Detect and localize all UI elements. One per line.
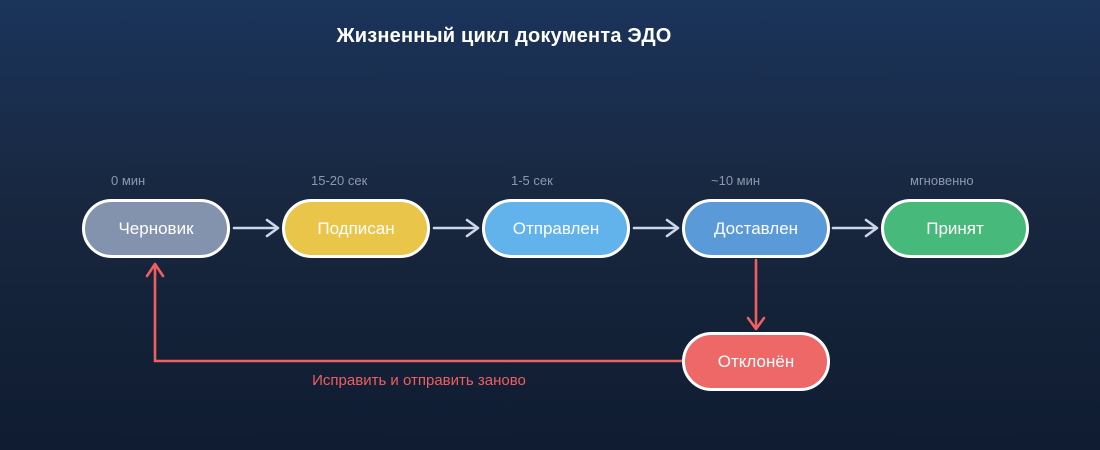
node-accepted: Принят bbox=[881, 199, 1029, 258]
node-label: Подписан bbox=[317, 218, 395, 238]
node-label: Черновик bbox=[118, 218, 194, 238]
page-title: Жизненный цикл документа ЭДО bbox=[336, 25, 672, 47]
node-signed: Подписан bbox=[282, 199, 430, 258]
arrow-sent-to-delivered bbox=[632, 218, 680, 238]
node-label: Отправлен bbox=[512, 218, 600, 238]
node-sent: Отправлен bbox=[482, 199, 630, 258]
node-draft: Черновик bbox=[82, 199, 230, 258]
retry-label: Исправить и отправить заново bbox=[312, 372, 526, 389]
time-label-sent: 1-5 сек bbox=[511, 173, 553, 188]
arrow-delivered-to-rejected bbox=[746, 258, 766, 331]
arrow-signed-to-sent bbox=[432, 218, 480, 238]
time-label-accepted: мгновенно bbox=[910, 173, 974, 188]
arrow-rejected-to-draft bbox=[145, 262, 684, 363]
arrow-draft-to-signed bbox=[232, 218, 280, 238]
time-label-signed: 15-20 сек bbox=[311, 173, 368, 188]
arrow-delivered-to-accepted bbox=[831, 218, 879, 238]
time-label-delivered: ~10 мин bbox=[711, 173, 761, 188]
time-label-draft: 0 мин bbox=[111, 173, 146, 188]
node-rejected: Отклонён bbox=[682, 332, 830, 391]
node-delivered: Доставлен bbox=[682, 199, 830, 258]
node-label: Отклонён bbox=[717, 351, 795, 371]
node-label: Принят bbox=[926, 218, 984, 238]
node-label: Доставлен bbox=[713, 218, 799, 238]
